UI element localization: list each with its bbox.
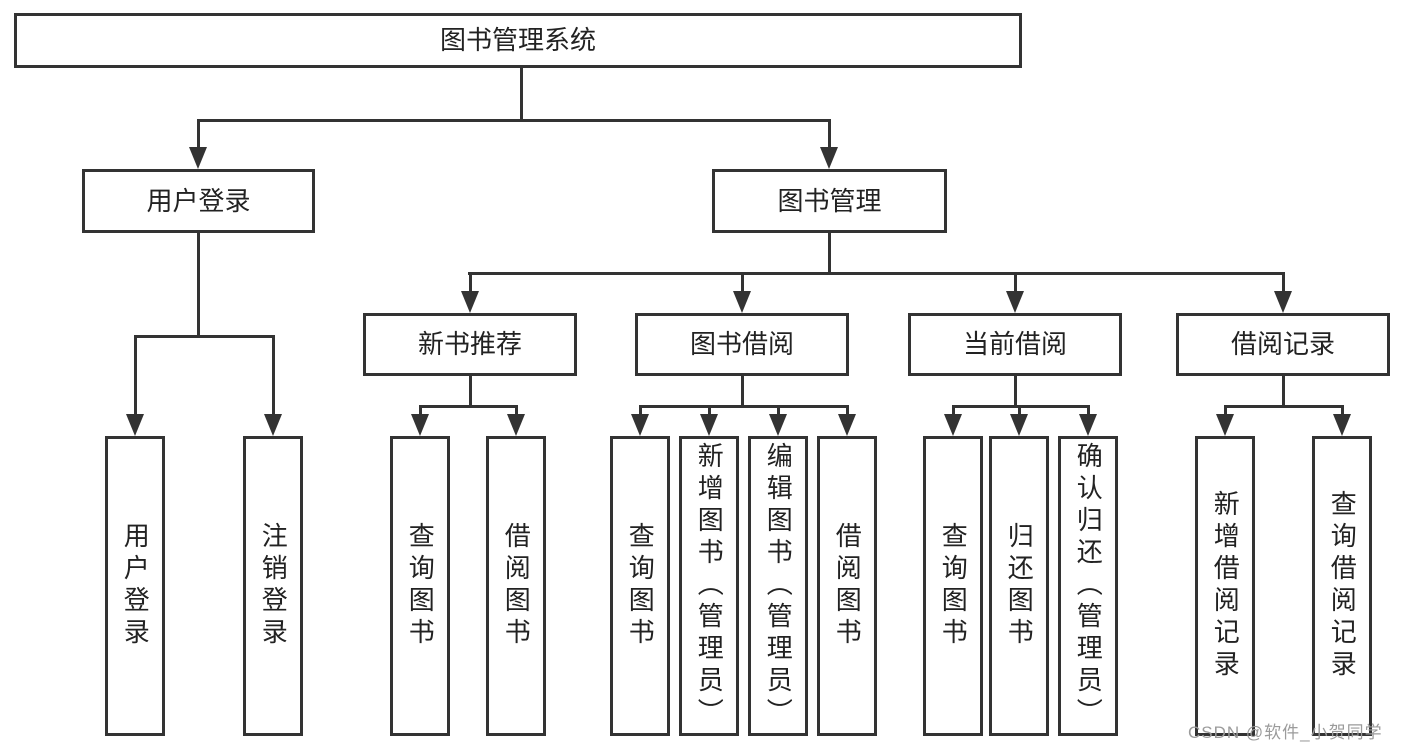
connector-line: [469, 376, 472, 408]
node-query-books: 查询图书: [390, 436, 450, 736]
connector-line: [1224, 405, 1344, 408]
arrowhead: [461, 291, 479, 313]
arrowhead: [507, 414, 525, 436]
arrowhead: [1274, 291, 1292, 313]
connector-line: [741, 376, 744, 408]
connector-line: [1282, 272, 1285, 292]
connector-line: [468, 272, 1285, 275]
connector-line: [197, 119, 200, 149]
node-add-book-admin: 新增图书（管理员）: [679, 436, 739, 736]
connector-line: [1087, 405, 1090, 415]
connector-line: [134, 335, 137, 415]
connector-line: [134, 335, 275, 338]
arrowhead: [189, 147, 207, 169]
connector-line: [419, 405, 422, 415]
node-library-system: 图书管理系统: [14, 13, 1022, 68]
node-book-borrowing: 图书借阅: [635, 313, 849, 376]
node-query-books: 查询图书: [923, 436, 983, 736]
arrowhead: [411, 414, 429, 436]
connector-line: [197, 233, 200, 335]
connector-line: [828, 233, 831, 274]
node-user-login: 用户登录: [82, 169, 315, 233]
connector-line: [197, 119, 831, 122]
node-query-books: 查询图书: [610, 436, 670, 736]
node-borrowing-records: 借阅记录: [1176, 313, 1390, 376]
connector-line: [952, 405, 955, 415]
node-new-book-recommendation: 新书推荐: [363, 313, 577, 376]
connector-line: [639, 405, 642, 415]
arrowhead: [264, 414, 282, 436]
node-login: 用户登录: [105, 436, 165, 736]
node-borrow-books: 借阅图书: [817, 436, 877, 736]
arrowhead: [838, 414, 856, 436]
node-edit-book-admin: 编辑图书（管理员）: [748, 436, 808, 736]
node-add-borrow-record: 新增借阅记录: [1195, 436, 1255, 736]
connector-line: [777, 405, 780, 415]
connector-line: [469, 272, 472, 292]
arrowhead: [733, 291, 751, 313]
connector-line: [419, 405, 518, 408]
arrowhead: [769, 414, 787, 436]
node-return-books: 归还图书: [989, 436, 1049, 736]
watermark: CSDN @软件_小贺同学: [1188, 723, 1383, 742]
arrowhead: [1079, 414, 1097, 436]
node-confirm-return-admin: 确认归还（管理员）: [1058, 436, 1118, 736]
connector-line: [952, 405, 1090, 408]
arrowhead: [944, 414, 962, 436]
connector-line: [1341, 405, 1344, 415]
connector-line: [1282, 376, 1285, 408]
connector-line: [846, 405, 849, 415]
connector-line: [1018, 405, 1021, 415]
arrowhead: [1006, 291, 1024, 313]
arrowhead: [1216, 414, 1234, 436]
node-current-borrowing: 当前借阅: [908, 313, 1122, 376]
arrowhead: [631, 414, 649, 436]
connector-line: [515, 405, 518, 415]
connector-line: [1224, 405, 1227, 415]
node-borrow-books: 借阅图书: [486, 436, 546, 736]
node-book-management: 图书管理: [712, 169, 947, 233]
arrowhead: [1333, 414, 1351, 436]
connector-line: [1014, 376, 1017, 408]
node-logout: 注销登录: [243, 436, 303, 736]
connector-line: [272, 335, 275, 415]
arrowhead: [1010, 414, 1028, 436]
connector-line: [639, 405, 849, 408]
connector-line: [708, 405, 711, 415]
arrowhead: [700, 414, 718, 436]
node-query-borrow-record: 查询借阅记录: [1312, 436, 1372, 736]
connector-line: [741, 272, 744, 292]
connector-line: [1014, 272, 1017, 292]
arrowhead: [126, 414, 144, 436]
connector-line: [520, 68, 523, 121]
arrowhead: [820, 147, 838, 169]
connector-line: [828, 119, 831, 149]
